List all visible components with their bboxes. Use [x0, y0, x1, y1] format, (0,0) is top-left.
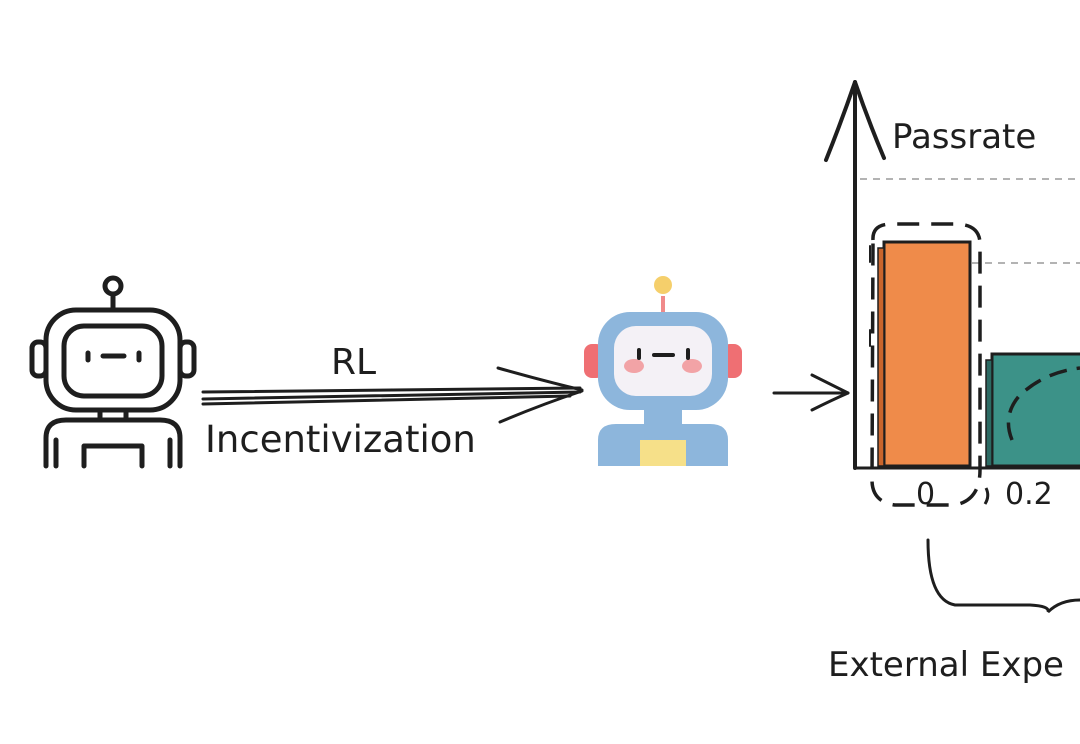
highlight-dashed-outline: [870, 222, 982, 507]
tick-label-0-2: 0.2: [1005, 477, 1053, 512]
bars-group: [877, 240, 1080, 468]
second-highlight-outline: [1006, 366, 1080, 441]
base-robot-icon: [29, 275, 197, 469]
rl-arrow: [201, 366, 584, 424]
y-axis: [824, 80, 1080, 470]
external-caption: External Expe: [828, 645, 1064, 685]
bar-side-shade: [877, 247, 885, 467]
rl-label: RL: [331, 342, 376, 383]
passrate-chart: Passrate 0 0.2: [824, 80, 1080, 614]
trained-robot-icon: [584, 276, 742, 466]
to-chart-arrow: [772, 373, 850, 412]
tick-label-0: 0: [916, 477, 935, 512]
bar-0: [882, 240, 972, 468]
bar-side-shade: [985, 359, 993, 467]
y-axis-label: Passrate: [892, 117, 1036, 157]
tick-bracket: [983, 487, 990, 505]
bracket-brace: [926, 538, 1080, 614]
incentivization-label: Incentivization: [205, 418, 476, 461]
